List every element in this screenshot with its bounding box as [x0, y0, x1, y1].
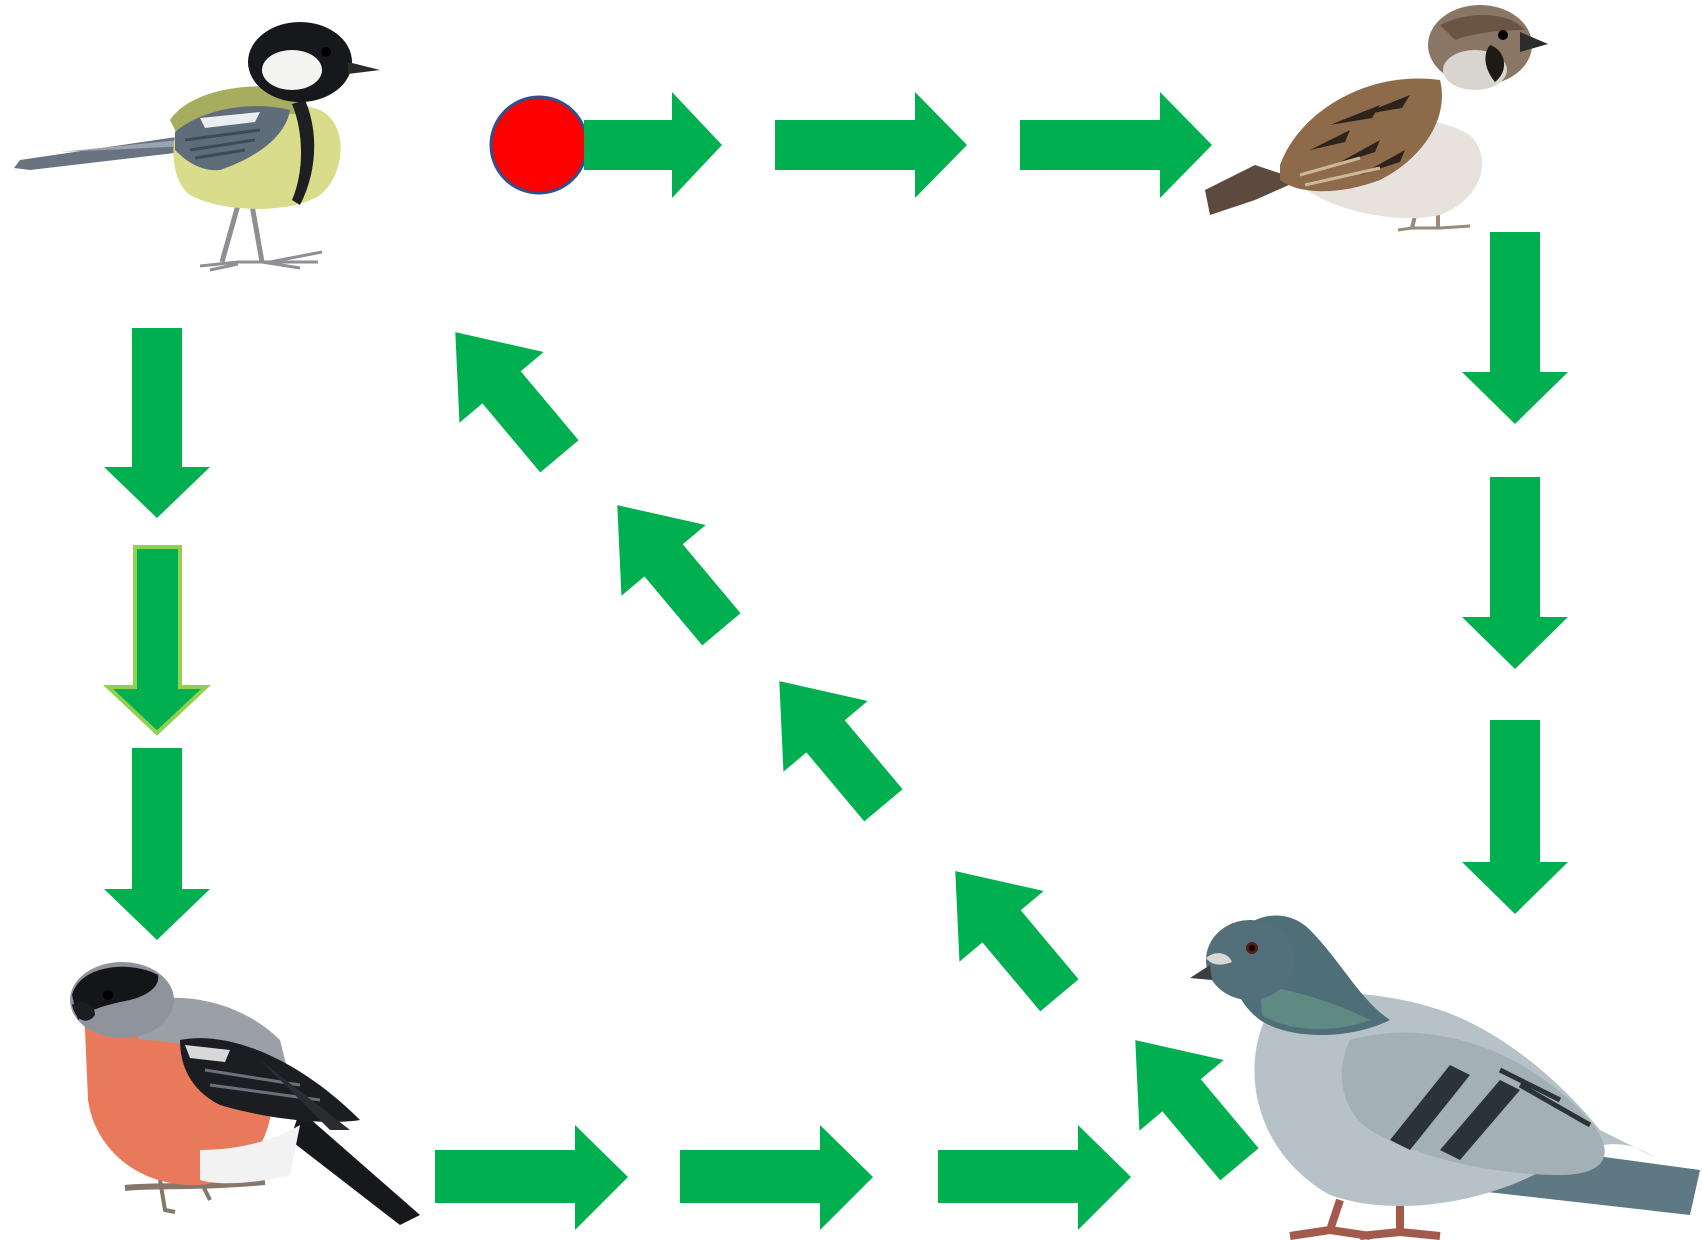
arrow-up-left	[455, 332, 579, 473]
path-start-to-sparrow	[584, 92, 1212, 198]
arrow-right	[938, 1125, 1131, 1230]
arrow-down	[1462, 232, 1568, 424]
arrow-down-outlined	[102, 545, 212, 736]
arrow-right	[775, 92, 967, 198]
arrow-right	[584, 92, 722, 198]
arrow-down	[1462, 477, 1568, 669]
arrow-right	[435, 1125, 628, 1230]
path-great-tit-to-bullfinch	[102, 328, 212, 940]
path-bullfinch-to-pigeon	[435, 1125, 1131, 1230]
great-tit-bird	[14, 22, 380, 272]
arrow-right	[1020, 92, 1212, 198]
path-pigeon-to-great-tit	[455, 332, 1259, 1181]
arrow-up-left	[1135, 1040, 1259, 1181]
bullfinch-bird	[70, 962, 420, 1225]
arrow-up-left	[617, 505, 741, 646]
start-dot	[489, 95, 589, 195]
arrow-right	[680, 1125, 873, 1230]
arrow-down	[104, 748, 210, 940]
arrow-up-left	[779, 681, 903, 822]
pigeon-bird	[1190, 915, 1700, 1240]
arrow-down	[104, 328, 210, 518]
sparrow-bird	[1205, 5, 1548, 232]
path-sparrow-to-pigeon	[1462, 232, 1568, 914]
arrow-up-left	[955, 871, 1079, 1012]
arrow-down	[1462, 720, 1568, 914]
